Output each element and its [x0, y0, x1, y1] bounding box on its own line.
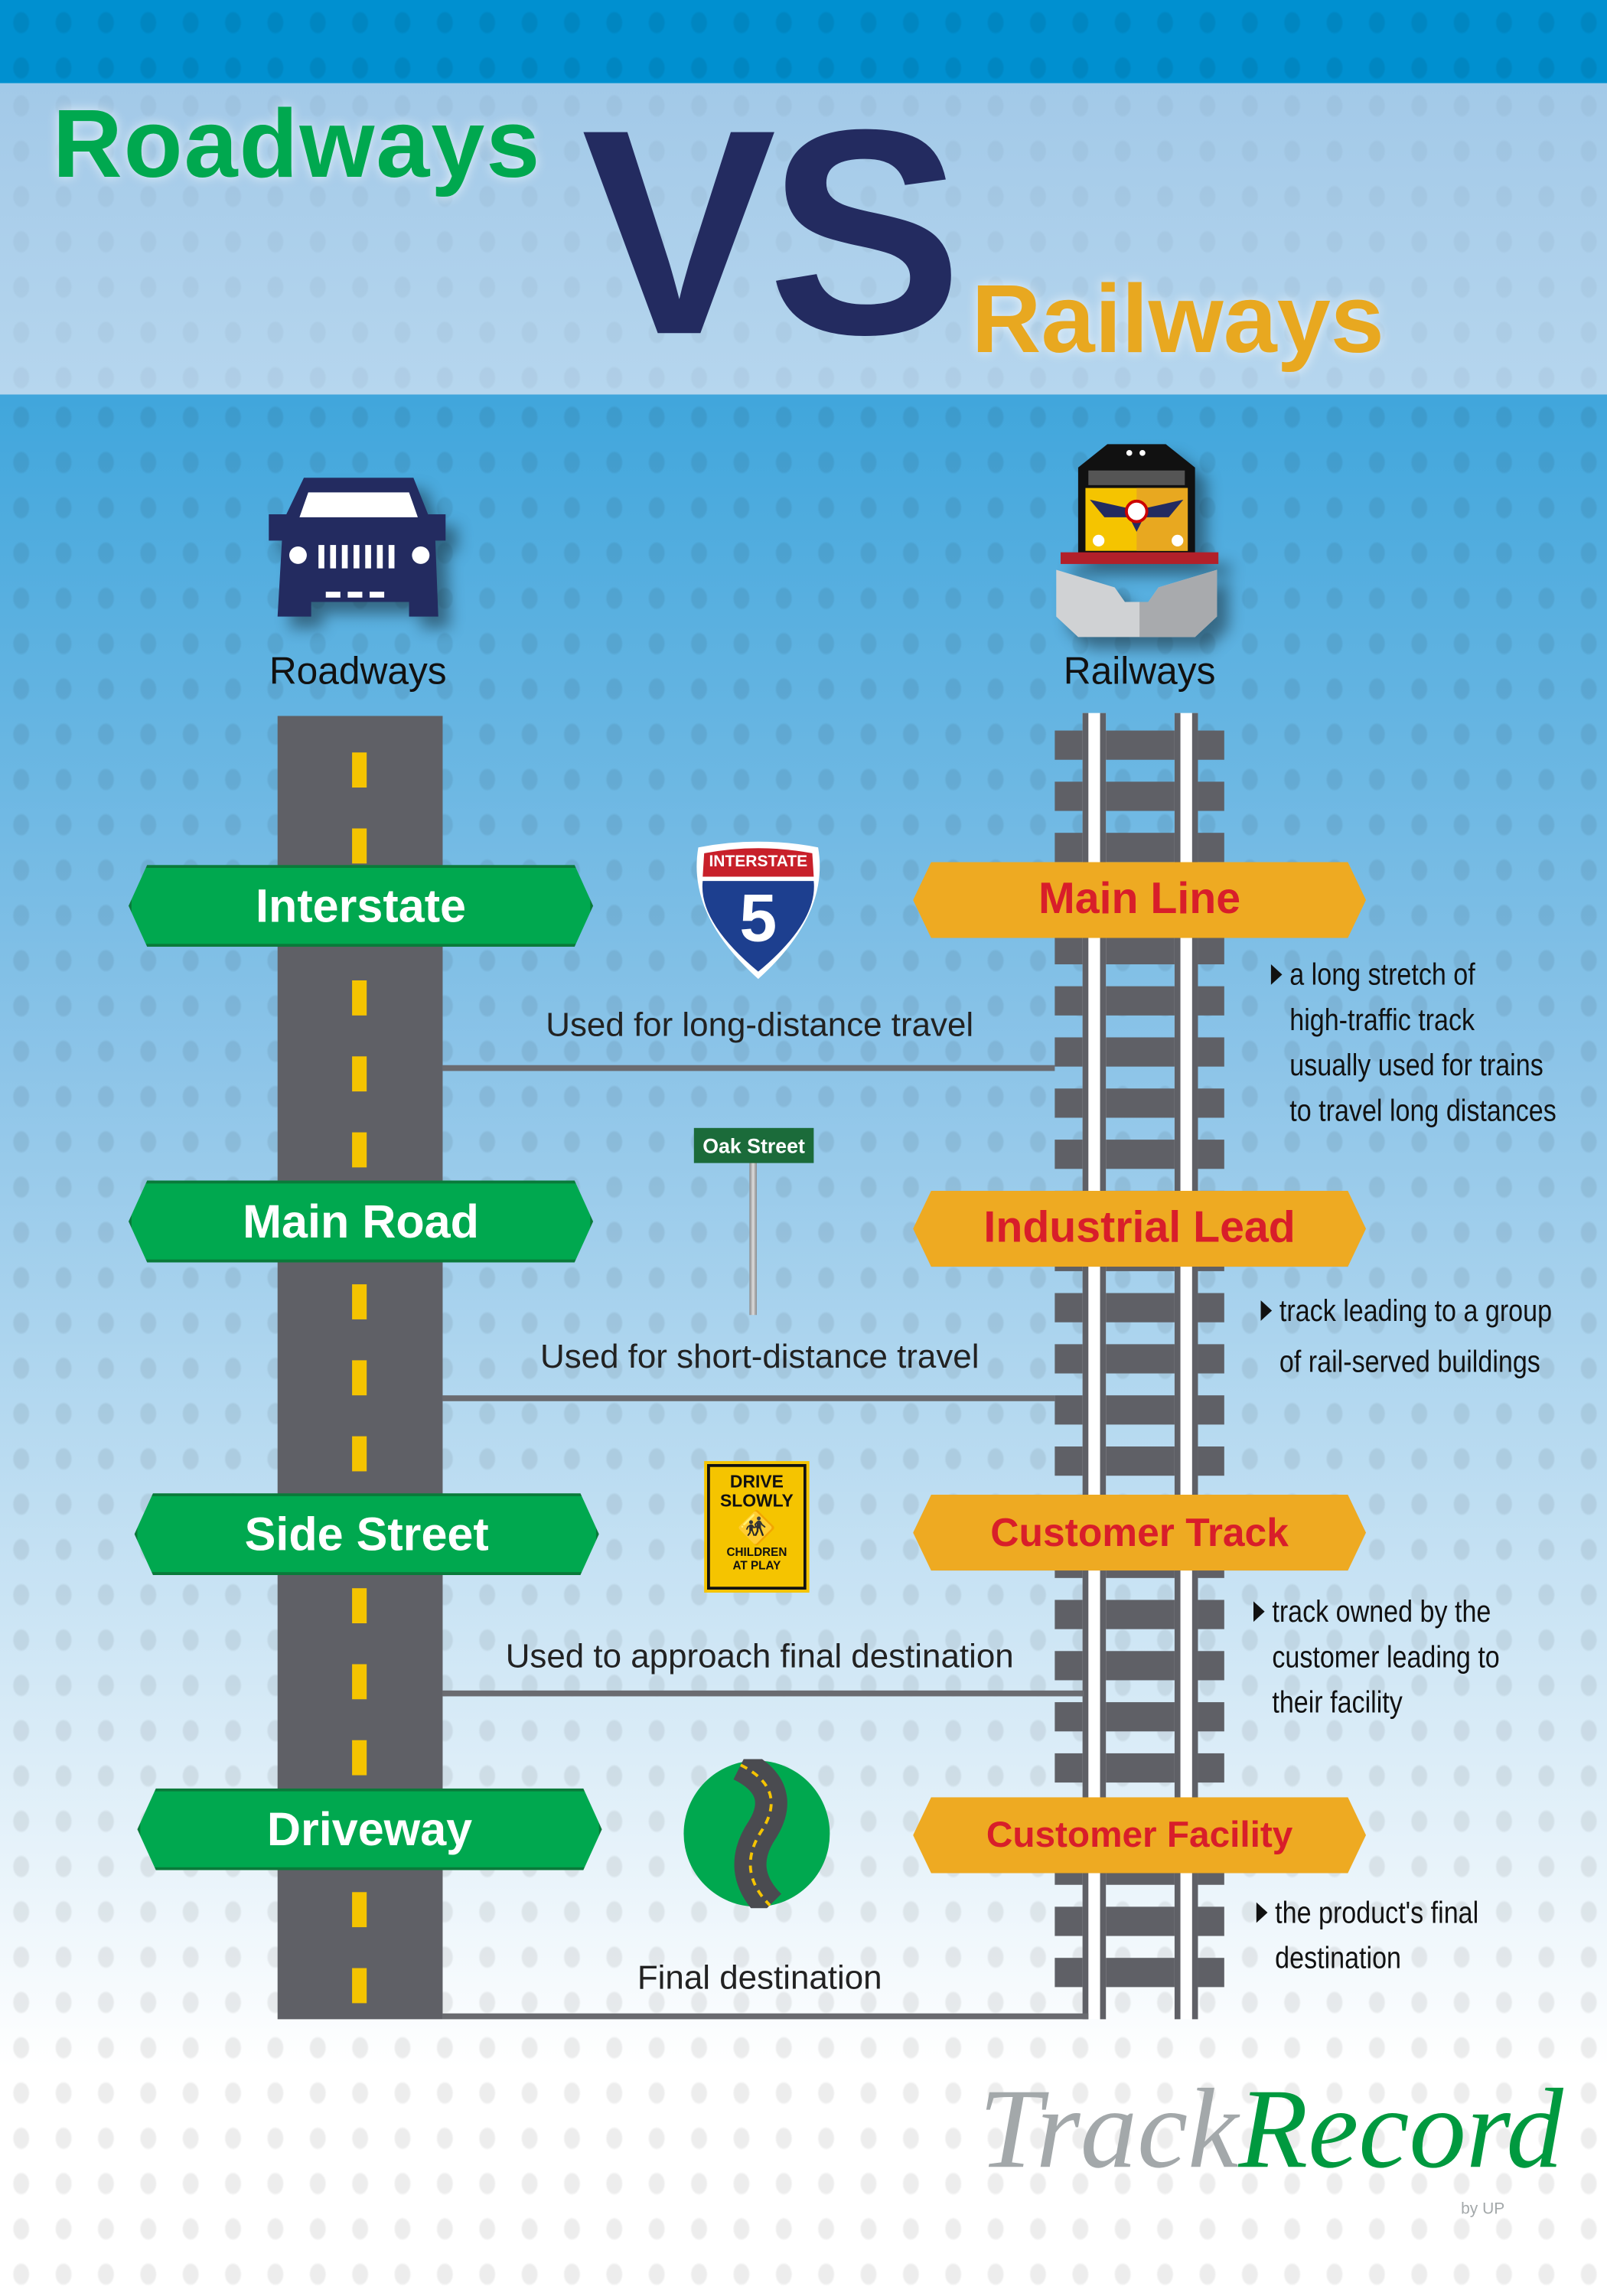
header [0, 83, 1607, 395]
lane-dash [352, 980, 367, 1016]
title-roadways: Roadways [52, 89, 542, 197]
banner-main-road: Main Road [129, 1180, 594, 1263]
lane-dash [352, 1360, 367, 1396]
banner-side-street: Side Street [134, 1493, 599, 1576]
track-tie [1054, 1140, 1224, 1169]
description-industrial-lead: track leading to a group of rail-served … [1260, 1289, 1552, 1385]
lane-dash [352, 1284, 367, 1319]
banner-driveway: Driveway [137, 1788, 602, 1870]
sign-line: DRIVE [729, 1471, 784, 1492]
track-tie [1054, 730, 1224, 760]
lane-dash [352, 1056, 367, 1092]
track-tie [1054, 1600, 1224, 1629]
track-tie [1054, 1293, 1224, 1322]
title-railways: Railways [971, 264, 1384, 373]
locomotive-icon [1056, 444, 1219, 638]
track-tie [1054, 1753, 1224, 1783]
title-vs: VS [581, 70, 963, 396]
track-tie [1054, 1395, 1224, 1425]
lane-dash [352, 1436, 367, 1472]
logo-by-up: by UP [1461, 2200, 1505, 2219]
track-tie [1054, 1088, 1224, 1118]
street-sign-icon: Oak Street [693, 1127, 814, 1318]
track-tie [1054, 781, 1224, 811]
banner-industrial-lead: Industrial Lead [913, 1190, 1367, 1267]
bullet-triangle-icon [1270, 964, 1283, 985]
track-tie [1054, 833, 1224, 863]
lane-dash [352, 1664, 367, 1700]
railways-label: Railways [1063, 648, 1216, 693]
caption-short-distance: Used for short-distance travel [539, 1336, 980, 1375]
roadways-label: Roadways [269, 648, 447, 693]
bullet-triangle-icon [1253, 1601, 1265, 1623]
winding-road-icon [683, 1759, 830, 1909]
main-panel [0, 394, 1607, 2296]
drive-slowly-sign-icon: DRIVE SLOWLY 🚸 CHILDREN AT PLAY [704, 1461, 810, 1593]
track-tie [1054, 934, 1224, 965]
interstate-shield-icon: INTERSTATE 5 [689, 841, 826, 982]
description-main-line: a long stretch of high-traffic track usu… [1270, 953, 1556, 1134]
lane-dash [352, 1588, 367, 1624]
top-band [0, 0, 1607, 83]
banner-customer-facility: Customer Facility [913, 1797, 1367, 1874]
street-name: Oak Street [693, 1127, 814, 1163]
track-tie [1054, 1446, 1224, 1476]
sign-line: AT PLAY [732, 1559, 781, 1573]
connector-line [442, 1690, 1084, 1697]
interstate-number: 5 [739, 879, 777, 956]
track-record-logo: TrackRecord [979, 2071, 1563, 2186]
caption-approach: Used to approach final destination [505, 1636, 1014, 1675]
lane-dash [352, 828, 367, 864]
bullet-triangle-icon [1256, 1902, 1268, 1923]
lane-dash [352, 1132, 367, 1168]
caption-final-destination: Final destination [637, 1958, 882, 1996]
banner-customer-track: Customer Track [913, 1495, 1367, 1571]
lane-dash [352, 1892, 367, 1928]
banner-interstate: Interstate [129, 865, 594, 947]
bullet-triangle-icon [1260, 1300, 1273, 1321]
track-tie [1054, 1906, 1224, 1936]
sign-line: CHILDREN [726, 1545, 787, 1560]
track-tie [1054, 1702, 1224, 1732]
connector-line [442, 1065, 1055, 1071]
logo-track: Track [979, 2064, 1239, 2192]
connector-line [442, 2013, 1089, 2020]
sign-line: SLOWLY [719, 1490, 794, 1512]
description-customer-track: track owned by the customer leading to t… [1253, 1590, 1500, 1726]
interstate-header: INTERSTATE [709, 853, 808, 871]
connector-line [442, 1395, 1055, 1401]
banner-main-line: Main Line [913, 862, 1367, 938]
logo-record: Record [1238, 2064, 1563, 2192]
lane-dash [352, 752, 367, 788]
lane-dash [352, 1968, 367, 2004]
car-icon [269, 478, 446, 617]
lane-dash [352, 1740, 367, 1776]
description-customer-facility: the product's final destination [1256, 1890, 1478, 1981]
children-icon: 🚸 [736, 1509, 777, 1546]
caption-long-distance: Used for long-distance travel [546, 1005, 974, 1044]
